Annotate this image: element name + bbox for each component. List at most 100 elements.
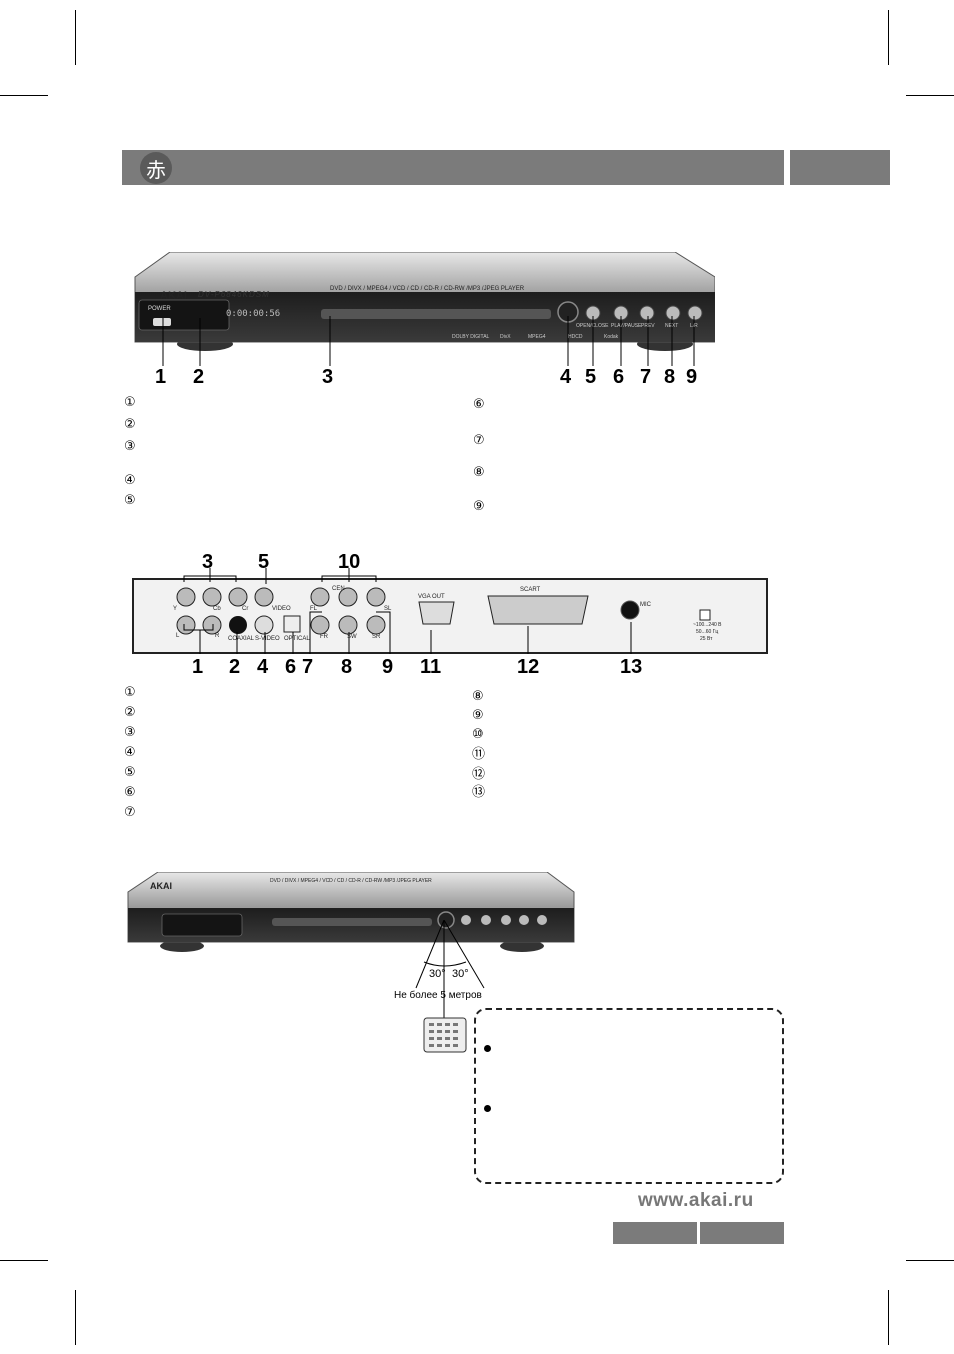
button-label-play-pause: PLAY/PAUSE <box>611 323 642 329</box>
power-spec-frequency: 50...60 Гц <box>696 629 719 635</box>
rear-list-3: ③ <box>124 725 136 740</box>
front-list-1: ① <box>124 395 136 410</box>
callout-3: 3 <box>322 366 334 388</box>
brand-logo: AKAI <box>160 290 187 302</box>
rear-callout-7: 7 <box>302 656 314 678</box>
rear-list-11: ⑪ <box>472 747 486 762</box>
rear-label-sr: SR <box>372 634 381 640</box>
front-list-9: ⑨ <box>473 499 485 514</box>
rear-callout-10: 10 <box>338 551 361 573</box>
callout-8: 8 <box>664 366 676 388</box>
rear-label-sl: SL <box>384 606 392 612</box>
front-list-7: ⑦ <box>473 433 485 448</box>
rear-label-y: Y <box>173 606 178 612</box>
remote-angle-diagram <box>415 920 485 1053</box>
note-bullet-icon <box>484 1045 491 1052</box>
front-panel-image <box>125 251 716 352</box>
logo-mpeg4: MPEG4 <box>528 334 546 340</box>
remote-range-player-image <box>122 871 577 954</box>
rear-callout-2: 2 <box>229 656 241 678</box>
callout-2: 2 <box>193 366 205 388</box>
rear-label-cr: Cr <box>242 606 249 612</box>
brand-logo-small: AKAI <box>150 881 172 891</box>
crop-mark <box>0 1260 48 1261</box>
callout-1: 1 <box>155 366 167 388</box>
rear-label-scart: SCART <box>520 587 541 593</box>
front-list-5: ⑤ <box>124 493 136 508</box>
rear-callout-13: 13 <box>620 656 643 678</box>
front-list-3: ③ <box>124 439 136 454</box>
rear-callout-11: 11 <box>420 656 442 678</box>
header-bar-right <box>790 150 890 185</box>
crop-mark <box>888 1290 889 1345</box>
logo-divx: DivX <box>500 334 511 340</box>
angle-left-label: 30° <box>429 968 446 980</box>
crop-mark <box>75 1290 76 1345</box>
rear-label-mic: MIC <box>640 602 651 608</box>
crop-mark <box>75 10 76 65</box>
logo-kodak: Kodak <box>604 334 619 340</box>
rear-list-1: ① <box>124 685 136 700</box>
rear-callout-1: 1 <box>192 656 204 678</box>
header-logo-icon: 赤 <box>140 152 172 184</box>
formats-label: DVD / DIVX / MPEG4 / VCD / CD / CD-R / C… <box>330 286 525 292</box>
power-label: POWER <box>148 306 171 312</box>
rear-label-coaxial: COAXIAL <box>228 636 255 642</box>
rear-label-video: VIDEO <box>272 606 291 612</box>
callout-4: 4 <box>560 366 572 388</box>
rear-callout-lines <box>183 568 632 654</box>
rear-callout-9: 9 <box>382 656 394 678</box>
rear-list-9: ⑨ <box>472 708 484 723</box>
rear-label-sw: SW <box>347 634 357 640</box>
rear-label-vga-out: VGA OUT <box>418 594 445 600</box>
crop-mark <box>888 10 889 65</box>
front-list-2: ② <box>124 417 136 432</box>
callout-9: 9 <box>686 366 698 388</box>
rear-callout-6: 6 <box>285 656 297 678</box>
rear-list-6: ⑥ <box>124 785 136 800</box>
crop-mark <box>906 1260 954 1261</box>
rear-list-12: ⑫ <box>472 767 486 782</box>
callout-6: 6 <box>613 366 625 388</box>
rear-panel-image <box>132 578 768 654</box>
rear-list-5: ⑤ <box>124 765 136 780</box>
rear-callout-8: 8 <box>341 656 353 678</box>
rear-list-8: ⑧ <box>472 689 484 704</box>
button-label-open-close: OPEN/CLOSE <box>576 323 609 329</box>
rear-label-cen: CEN <box>332 586 345 592</box>
rear-label-fr: FR <box>320 634 328 640</box>
front-callout-lines <box>162 316 695 366</box>
front-list-4: ④ <box>124 473 136 488</box>
rear-callout-3: 3 <box>202 551 214 573</box>
logo-dolby: DOLBY DIGITAL <box>452 334 490 340</box>
note-box <box>474 1008 784 1184</box>
rear-list-4: ④ <box>124 745 136 760</box>
rear-label-r: R <box>215 633 220 639</box>
callout-5: 5 <box>585 366 597 388</box>
callout-7: 7 <box>640 366 652 388</box>
rear-callout-4: 4 <box>257 656 269 678</box>
logo-hdcd: HDCD <box>568 334 583 340</box>
rear-callout-5: 5 <box>258 551 270 573</box>
crop-mark <box>906 95 954 96</box>
front-list-6: ⑥ <box>473 397 485 412</box>
power-spec-wattage: 25 Вт <box>700 636 713 642</box>
rear-label-cb: Cb <box>213 606 221 612</box>
crop-mark <box>0 95 48 96</box>
note-bullet-icon <box>484 1105 491 1112</box>
rear-label-optical: OPTICAL <box>284 636 310 642</box>
rear-list-13: ⑬ <box>472 785 486 800</box>
angle-right-label: 30° <box>452 968 469 980</box>
rear-list-10: ⑩ <box>472 727 484 742</box>
rear-label-fl: FL <box>310 606 318 612</box>
power-spec-voltage: ~100...240 В <box>693 622 722 628</box>
website-url: www.akai.ru <box>638 1190 754 1211</box>
rear-label-l: L <box>176 633 180 639</box>
formats-label-small: DVD / DIVX / MPEG4 / VCD / CD / CD-R / C… <box>270 878 432 884</box>
front-list-8: ⑧ <box>473 465 485 480</box>
rear-callout-12: 12 <box>517 656 540 678</box>
display-readout: 0:00:00:56 <box>226 309 281 319</box>
model-label: DV-P6846KDSM <box>198 290 270 299</box>
rear-list-7: ⑦ <box>124 805 136 820</box>
header-bar <box>122 150 784 185</box>
